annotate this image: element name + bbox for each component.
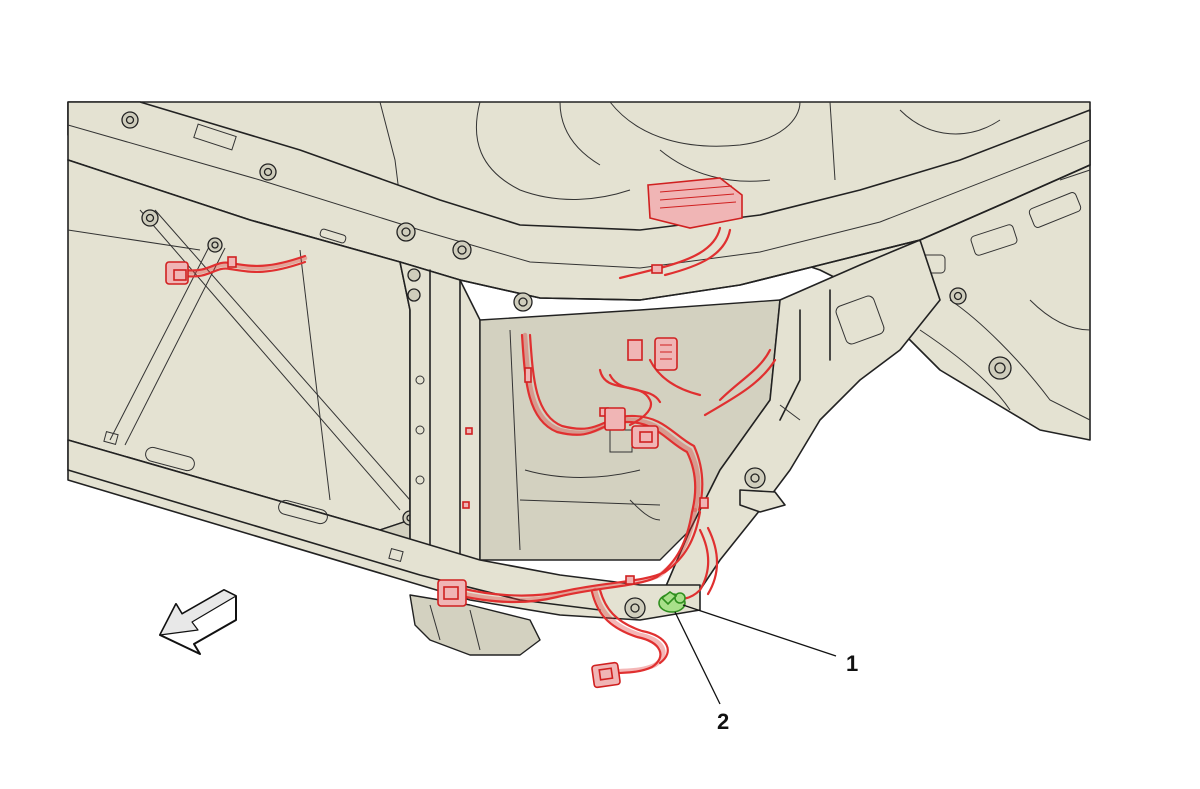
callout-1-leader [682, 604, 837, 657]
front-direction-arrow-icon [159, 589, 237, 655]
callout-1-label: 1 [846, 651, 858, 676]
ground-stud [658, 591, 686, 613]
callout-leaders [674, 604, 837, 705]
harness-connectors [165, 177, 743, 689]
callout-2-leader [674, 611, 721, 705]
radiator-support-opening [479, 299, 781, 561]
lower-tie-bar [67, 431, 701, 656]
callout-2-label: 2 [717, 709, 729, 734]
radiator-support-center-post [399, 261, 481, 561]
right-front-rail [659, 239, 941, 601]
